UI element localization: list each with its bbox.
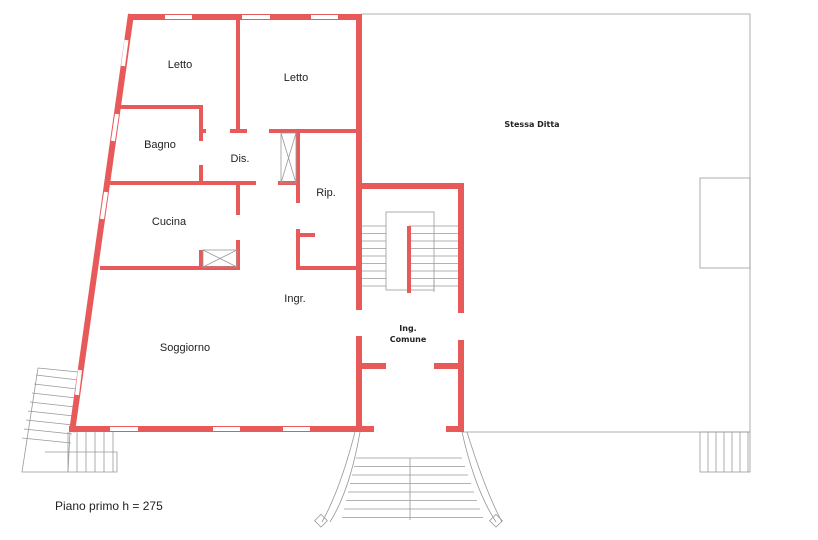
stair-tread	[31, 392, 77, 399]
room-label-soggiorno: Soggiorno	[160, 342, 210, 354]
room-label-ing: Ing.	[399, 324, 416, 333]
duct-shaft	[202, 132, 297, 268]
inner-walls	[100, 17, 464, 432]
front-staircase	[314, 431, 503, 528]
room-label-bagno: Bagno	[144, 139, 176, 151]
common-staircase	[362, 211, 458, 292]
room-label-cucina: Cucina	[152, 216, 187, 228]
room-label-rip: Rip.	[316, 187, 336, 199]
room-label-comune: Comune	[390, 335, 427, 344]
stair-tread	[33, 383, 78, 390]
side-staircase-left	[21, 367, 118, 473]
stair-tread	[35, 374, 79, 381]
stair-tread	[27, 410, 75, 417]
stair-tread	[25, 419, 74, 426]
neighbour-outline	[361, 13, 751, 433]
room-label-letto-1: Letto	[168, 59, 192, 71]
side-staircase-right	[699, 431, 751, 473]
room-label-letto-2: Letto	[284, 72, 308, 84]
stair-tread	[29, 401, 76, 408]
room-label-ingr: Ingr.	[284, 293, 305, 305]
room-label-dis: Dis.	[231, 153, 250, 165]
floor-caption: Piano primo h = 275	[55, 499, 163, 513]
stair-tread	[21, 437, 72, 444]
stair-tread	[23, 428, 73, 435]
outer-walls	[69, 13, 374, 433]
room-label-stessa-ditta: Stessa Ditta	[504, 120, 559, 129]
